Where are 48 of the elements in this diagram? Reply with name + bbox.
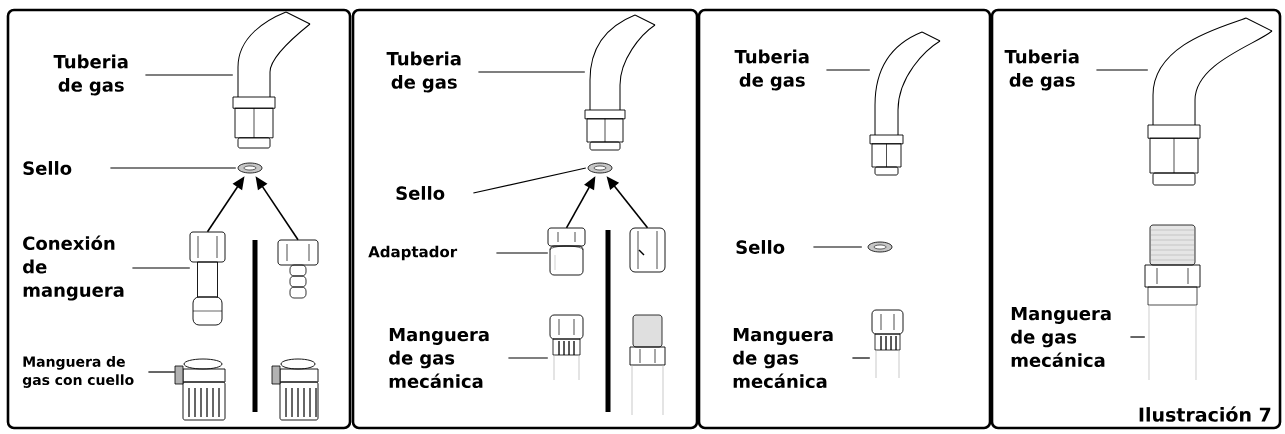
leader-line	[1095, 69, 1149, 71]
part-label: Tuberia de gas	[734, 49, 809, 91]
seal-drawing	[867, 241, 893, 253]
part-label: Conexión de manguera	[23, 235, 124, 301]
leader-line	[1129, 336, 1146, 338]
part-label: Adaptador	[368, 245, 458, 261]
panel-frame	[990, 8, 1282, 430]
part-label: Sello	[396, 186, 445, 200]
fitting-drawing	[189, 231, 226, 326]
leader-line	[507, 357, 549, 359]
adapter-drawing	[547, 227, 586, 276]
leader-line	[472, 167, 587, 194]
leader-line	[477, 71, 586, 73]
pipe-drawing	[584, 14, 656, 151]
hose-drawing	[629, 314, 666, 416]
part-label: Tuberia de gas	[386, 51, 461, 93]
leader-line	[131, 267, 191, 269]
leader-line	[495, 252, 549, 254]
hose-drawing	[871, 309, 904, 379]
pipe-drawing	[869, 31, 941, 176]
part-label: Tuberia de gas	[53, 54, 128, 96]
part-label: Manguera de gas mecánica	[389, 327, 489, 389]
leader-line	[147, 371, 176, 373]
hose-drawing	[1144, 224, 1201, 381]
part-label: Sello	[736, 240, 785, 254]
part-label: Manguera de gas con cuello	[22, 356, 134, 388]
hose-collar-drawing	[271, 358, 319, 421]
part-label: Manguera de gas mecánica	[733, 327, 833, 389]
leader-line	[851, 357, 871, 359]
pipe-drawing	[1147, 17, 1273, 186]
seal-drawing	[237, 162, 263, 174]
leader-line	[109, 167, 237, 169]
panel-frame	[351, 8, 699, 430]
panel-frame	[697, 8, 992, 430]
pipe-drawing	[232, 11, 311, 149]
part-label: Sello	[23, 161, 72, 175]
fitting-drawing	[277, 239, 319, 299]
part-label: Tuberia de gas	[1004, 49, 1079, 91]
leader-line	[144, 74, 234, 76]
part-label: Manguera de gas mecánica	[1011, 306, 1111, 368]
nut-drawing	[629, 227, 666, 273]
seal-drawing	[587, 162, 613, 174]
leader-line	[812, 246, 863, 248]
leader-line	[825, 69, 871, 71]
panel-frame	[6, 8, 352, 430]
hose-collar-drawing	[174, 358, 226, 421]
hose-drawing	[549, 314, 584, 381]
illustration-number: Ilustración 7	[1139, 406, 1271, 422]
